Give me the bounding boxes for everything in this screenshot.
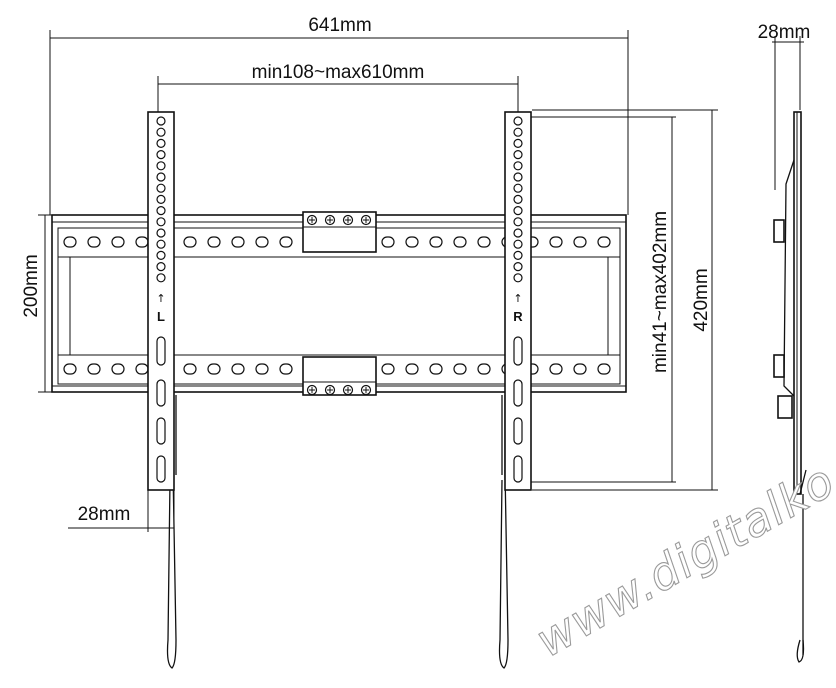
rail-slot-hole	[549, 363, 563, 375]
dimension-rail-height: 200mm	[21, 214, 55, 393]
rail-slot-hole	[135, 363, 149, 375]
rail-slot-hole	[405, 363, 419, 375]
arm-slot	[156, 379, 166, 407]
rail-slot-hole	[255, 236, 269, 248]
dimension-vesa-vertical: min41~max402mm	[528, 116, 676, 483]
label-vesa-horizontal: min108~max610mm	[252, 62, 425, 83]
arm-hole	[156, 183, 166, 193]
arm-hole	[513, 116, 523, 126]
rail-slot-hole	[135, 236, 149, 248]
arm-hole	[513, 127, 523, 137]
rail-slot-hole	[63, 236, 77, 248]
arm-hole	[513, 206, 523, 216]
rail-slot-hole	[87, 236, 101, 248]
arm-hole	[513, 217, 523, 227]
left-arm-up-arrow-icon: ↑	[156, 292, 165, 305]
rail-slot-holes	[63, 236, 611, 375]
center-clamp-top	[302, 211, 377, 253]
right-arm-up-arrow-icon: ↑	[513, 292, 522, 305]
rail-slot-hole	[549, 236, 563, 248]
arm-hole	[513, 273, 523, 283]
dimension-total-width: 641mm	[49, 15, 629, 215]
left-arm: L ↑	[147, 111, 177, 669]
rail-slot-hole	[255, 363, 269, 375]
rail-slot-hole	[573, 236, 587, 248]
arm-hole	[513, 138, 523, 148]
arm-hole	[513, 172, 523, 182]
arm-hole	[156, 262, 166, 272]
rail-slot-hole	[183, 363, 197, 375]
arm-hole	[156, 228, 166, 238]
rail-slot-hole	[207, 363, 221, 375]
arm-slot	[513, 336, 523, 366]
rail-slot-hole	[87, 363, 101, 375]
arm-hole	[156, 273, 166, 283]
rail-slot-hole	[429, 236, 443, 248]
arm-hole	[156, 127, 166, 137]
dimension-vesa-horizontal: min108~max610mm	[157, 62, 519, 112]
arm-hole	[156, 172, 166, 182]
arm-hole	[156, 138, 166, 148]
arm-hole	[156, 217, 166, 227]
arm-slot	[156, 417, 166, 445]
watermark-text: www.digitalko.hu	[527, 415, 836, 667]
rail-slot-hole	[279, 236, 293, 248]
arm-slot	[513, 379, 523, 407]
rail-slot-hole	[231, 363, 245, 375]
arm-slot	[513, 455, 523, 483]
arm-hole	[156, 250, 166, 260]
rail-slot-hole	[573, 363, 587, 375]
dimension-arm-length: 420mm	[532, 109, 718, 491]
arm-hole	[513, 250, 523, 260]
rail-slot-hole	[597, 363, 611, 375]
rail-slot-hole	[477, 363, 491, 375]
rail-slot-hole	[453, 236, 467, 248]
rail-slot-hole	[477, 236, 491, 248]
rail-slot-hole	[381, 363, 395, 375]
arm-hole	[156, 194, 166, 204]
side-view-profile	[773, 111, 807, 663]
arm-hole	[156, 239, 166, 249]
label-arm-length: 420mm	[691, 268, 712, 331]
rail-slot-hole	[231, 236, 245, 248]
arm-hole	[156, 116, 166, 126]
arm-hole	[513, 183, 523, 193]
rail-slot-hole	[207, 236, 221, 248]
right-arm: R ↑	[498, 111, 532, 669]
label-depth: 28mm	[758, 22, 811, 43]
rail-slot-hole	[429, 363, 443, 375]
label-total-width: 641mm	[308, 15, 371, 36]
arm-hole	[513, 239, 523, 249]
right-arm-label: R	[513, 309, 523, 324]
arm-hole	[513, 161, 523, 171]
arm-slot	[156, 336, 166, 366]
arm-hole	[156, 206, 166, 216]
rail-slot-hole	[405, 236, 419, 248]
arm-hole	[513, 194, 523, 204]
rail-slot-hole	[111, 363, 125, 375]
rail-slot-hole	[453, 363, 467, 375]
label-arm-width: 28mm	[78, 504, 131, 525]
dimension-depth: 28mm	[758, 22, 811, 190]
arm-hole	[513, 228, 523, 238]
rail-slot-hole	[381, 236, 395, 248]
label-rail-height: 200mm	[21, 254, 42, 317]
left-arm-label: L	[157, 309, 165, 324]
rail-slot-hole	[111, 236, 125, 248]
arm-hole	[156, 150, 166, 160]
label-vesa-vertical: min41~max402mm	[650, 211, 671, 373]
rail-slot-hole	[183, 236, 197, 248]
arm-slot	[513, 417, 523, 445]
arm-slot	[156, 455, 166, 483]
arm-hole	[513, 150, 523, 160]
rail-slot-hole	[279, 363, 293, 375]
center-clamp-bottom	[302, 356, 377, 396]
arm-hole	[156, 161, 166, 171]
rail-slot-hole	[63, 363, 77, 375]
arm-hole	[513, 262, 523, 272]
rail-slot-hole	[597, 236, 611, 248]
